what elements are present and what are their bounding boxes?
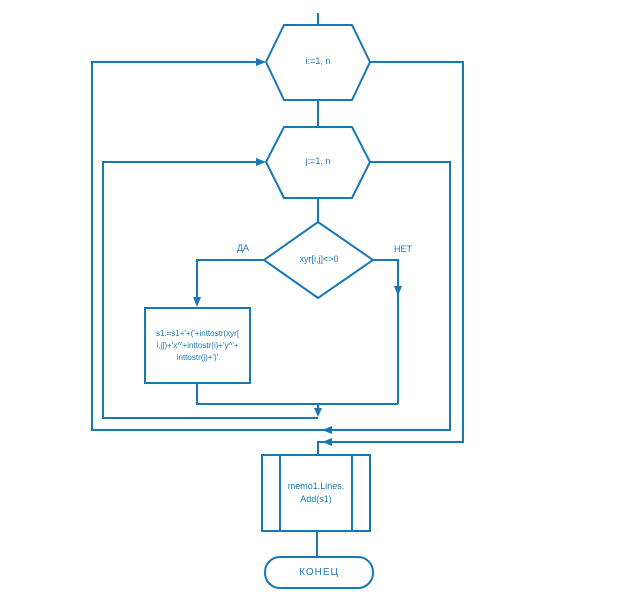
output-text: memo1.Lines. Add(s1) bbox=[281, 456, 351, 530]
connector-innerloop-backedge bbox=[102, 161, 318, 419]
output-text-line2: Add(s1) bbox=[300, 494, 332, 504]
process-text-line3: inttostr(j)+')' bbox=[176, 352, 219, 362]
yes-branch-label: ДА bbox=[236, 243, 250, 253]
terminator-label: КОНЕЦ bbox=[299, 567, 339, 578]
connector-outerloop-exit-to-output bbox=[317, 61, 464, 455]
connector-process-to-join bbox=[196, 383, 398, 405]
arrowhead-join-down bbox=[314, 408, 322, 417]
inner-loop-hexagon bbox=[264, 126, 372, 199]
decision-diamond bbox=[262, 220, 375, 300]
outer-loop-hexagon bbox=[264, 24, 372, 101]
arrowhead-into-innerloop bbox=[256, 158, 266, 166]
arrowhead-backedge-left bbox=[322, 426, 332, 434]
outer-loop-label: i:=1, n bbox=[305, 56, 331, 66]
arrowhead-exit-left bbox=[322, 438, 332, 446]
connector-no-branch bbox=[373, 259, 399, 404]
process-box bbox=[144, 307, 251, 384]
output-text-line1: memo1.Lines. bbox=[287, 481, 345, 491]
process-text: s1:=s1+'+('+inttostr(xyr[ i,j])+'x^'+int… bbox=[147, 309, 248, 382]
decision-label: xyr[i,j]<>0 bbox=[299, 254, 339, 264]
connector-innerloop-exit-outerloop-backedge bbox=[91, 61, 451, 431]
arrowhead-no-branch-down bbox=[394, 286, 402, 296]
no-branch-label: НЕТ bbox=[394, 244, 412, 254]
inner-loop-label: j:=1, n bbox=[305, 156, 331, 166]
connector-yes-branch bbox=[196, 259, 264, 298]
terminator-shape bbox=[264, 556, 374, 589]
arrowhead-into-outerloop bbox=[256, 58, 266, 66]
process-text-line1: s1:=s1+'+('+inttostr(xyr[ bbox=[155, 328, 240, 338]
process-text-line2: i,j])+'x^'+inttostr(i)+'y^'+ bbox=[156, 340, 239, 350]
arrowhead-into-process bbox=[193, 297, 201, 307]
